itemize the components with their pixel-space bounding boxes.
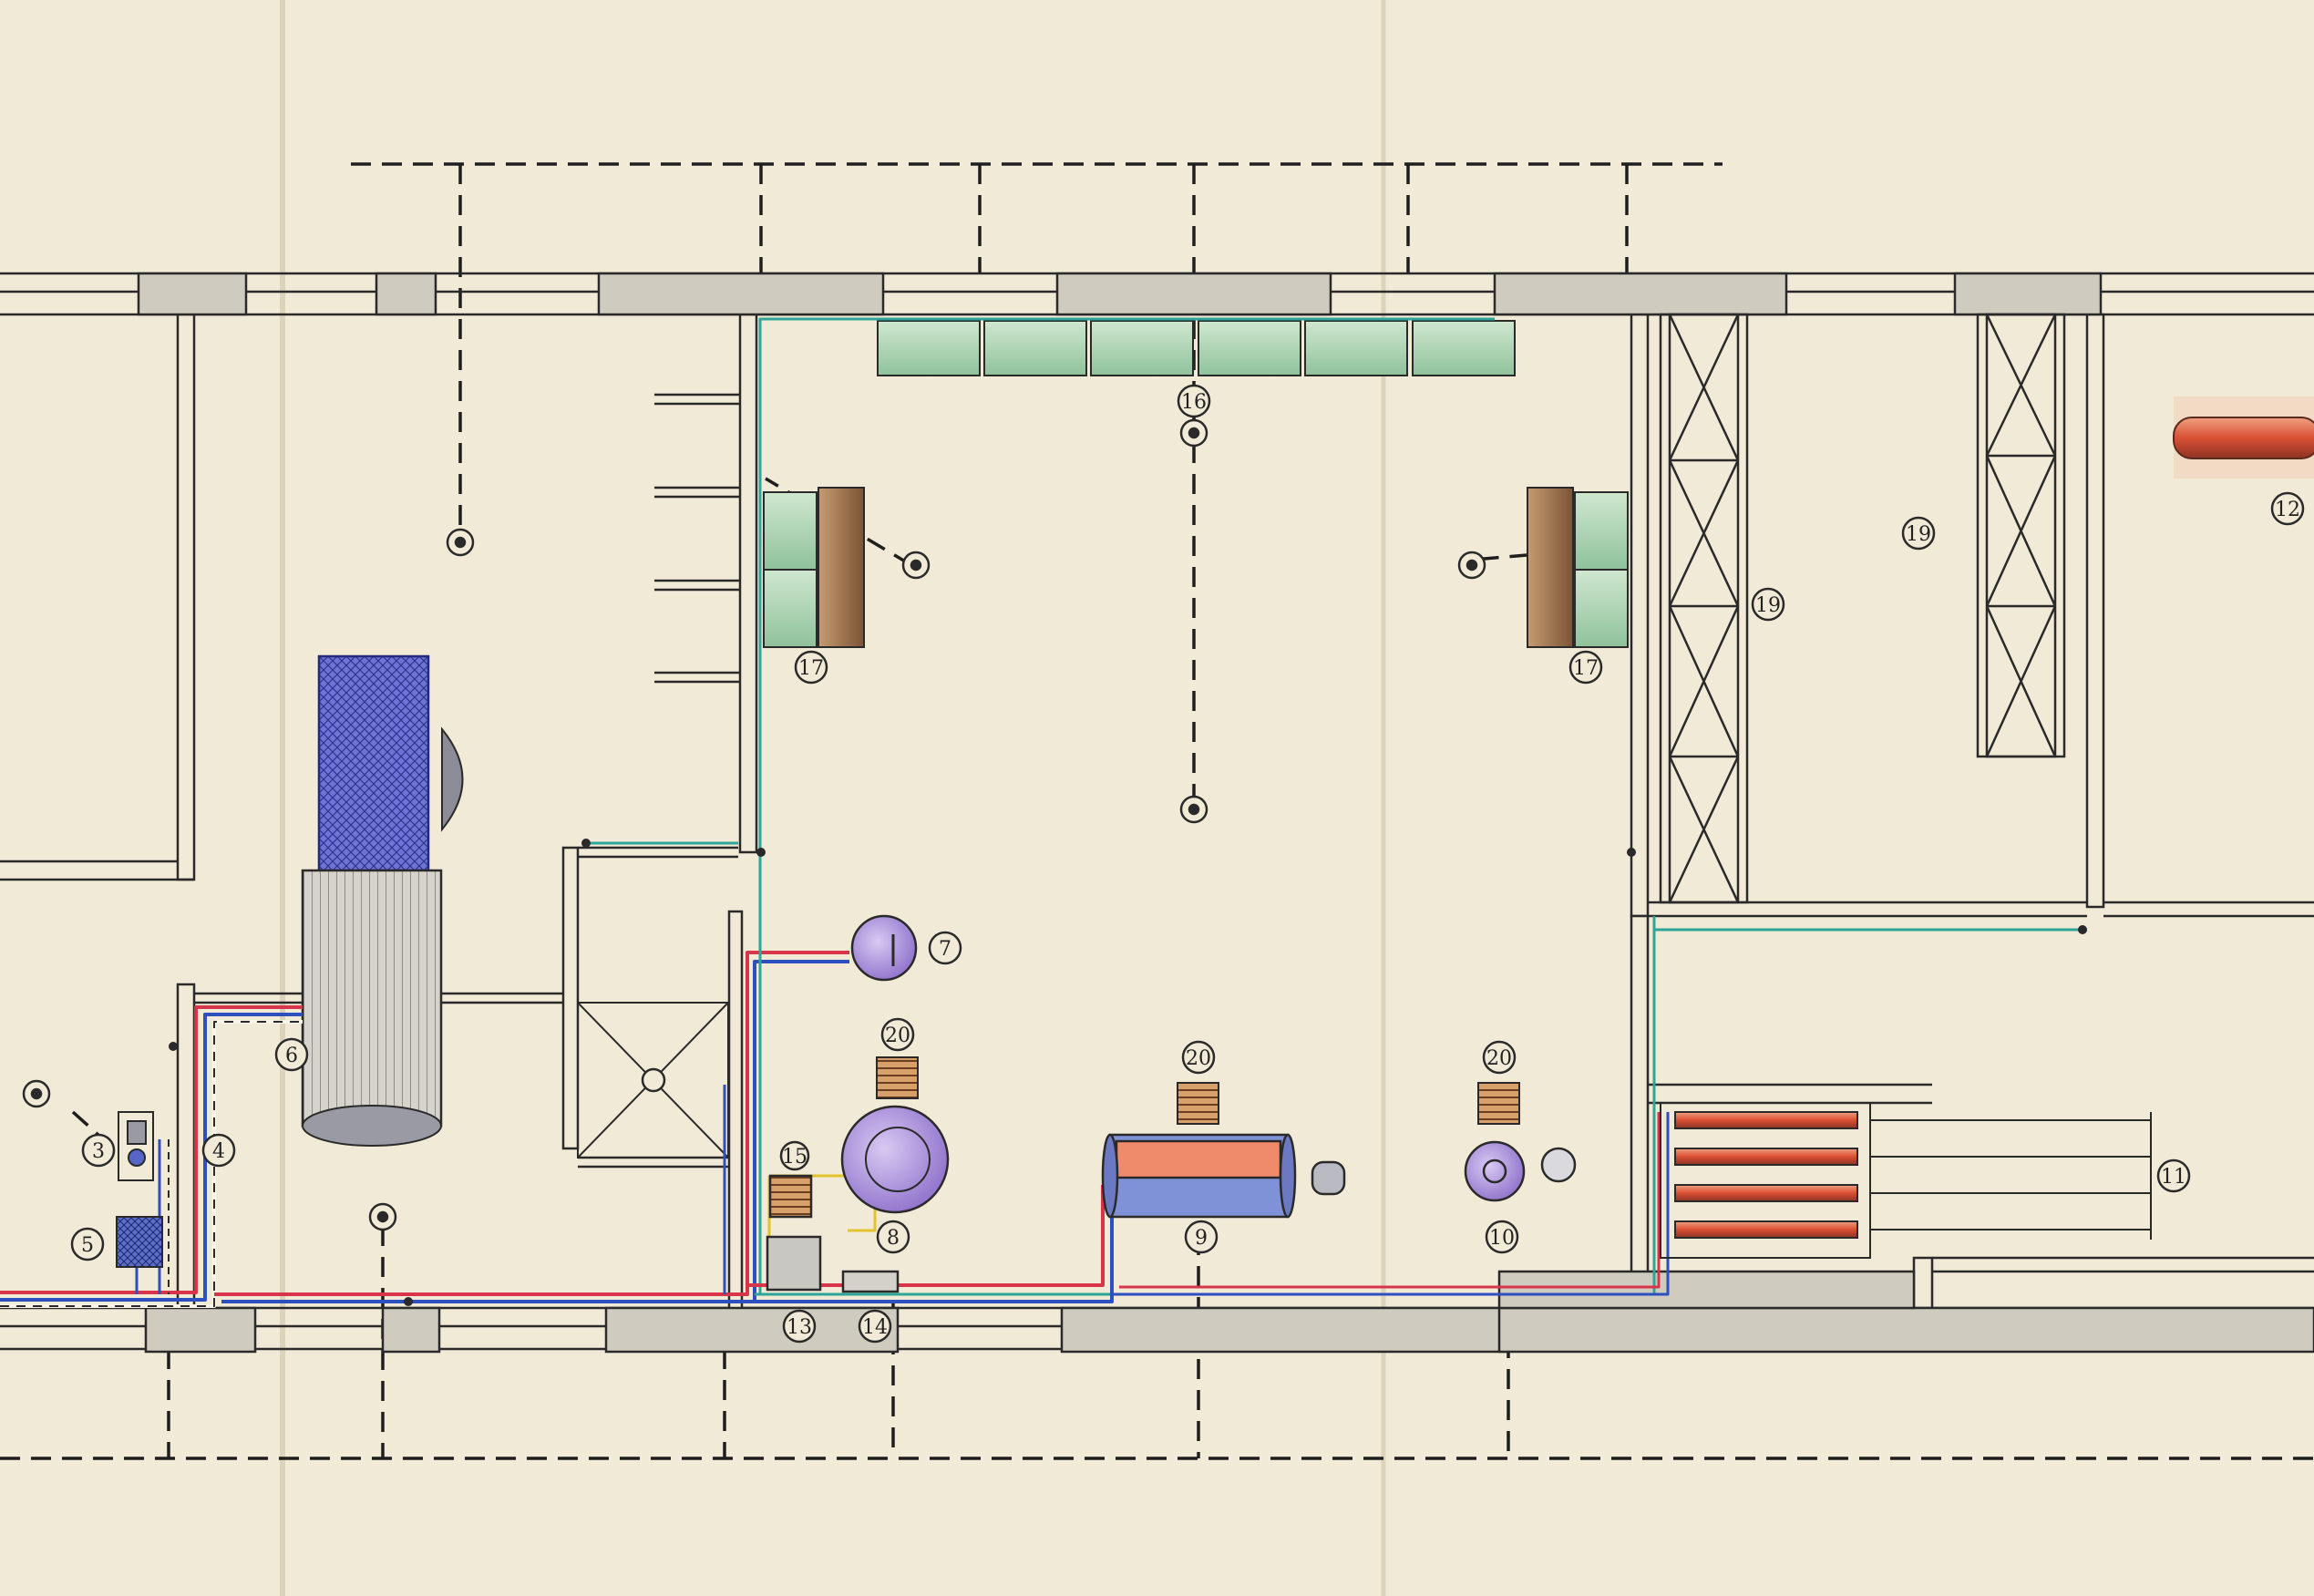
- grille-20-set: [876, 1056, 1520, 1125]
- light-fixture-set: [22, 418, 1486, 1231]
- wall-piers-bottom: [144, 1270, 2314, 1354]
- callout-16: 16: [1177, 384, 1211, 418]
- callout-12: 12: [2270, 491, 2305, 526]
- svg-text:15: 15: [782, 1146, 807, 1169]
- equipment-5: [116, 1216, 163, 1268]
- callout-14: 14: [858, 1309, 892, 1344]
- svg-text:7: 7: [939, 938, 951, 961]
- heater-bank-11: [1660, 1102, 2152, 1259]
- callout-7: 7: [928, 931, 962, 965]
- callout-20-b: 20: [1181, 1040, 1216, 1075]
- callout-20-a: 20: [880, 1017, 915, 1052]
- equipment-3: [118, 1111, 154, 1181]
- lattice-frame-19-right: [1976, 313, 2066, 758]
- roller-machine-9: [1101, 1133, 1346, 1219]
- svg-text:8: 8: [887, 1227, 900, 1250]
- machine-10: [1464, 1140, 1577, 1202]
- callout-19-right: 19: [1901, 516, 1936, 551]
- callout-17-left: 17: [794, 650, 828, 685]
- callout-6: 6: [274, 1037, 309, 1072]
- callout-19-left: 19: [1751, 587, 1785, 622]
- cabinet-17-right: [1527, 487, 1629, 648]
- green-cabinet-row: [877, 320, 1516, 376]
- callout-5: 5: [70, 1227, 105, 1261]
- callout-11: 11: [2156, 1158, 2191, 1193]
- callout-15: 15: [779, 1140, 810, 1171]
- svg-text:11: 11: [2161, 1166, 2186, 1189]
- junction-markers: [169, 839, 2087, 1306]
- svg-text:6: 6: [285, 1045, 298, 1067]
- svg-text:17: 17: [798, 657, 824, 680]
- callout-8: 8: [876, 1220, 910, 1254]
- callout-13: 13: [782, 1309, 817, 1344]
- callout-10: 10: [1485, 1220, 1519, 1254]
- callout-9: 9: [1184, 1220, 1219, 1254]
- vessel-8: [766, 1105, 950, 1293]
- tank-6: [301, 654, 464, 1147]
- svg-text:12: 12: [2275, 499, 2300, 521]
- svg-text:14: 14: [862, 1316, 888, 1339]
- svg-text:20: 20: [1186, 1047, 1211, 1070]
- lattice-frame-19-left: [1659, 313, 1749, 904]
- svg-text:19: 19: [1755, 594, 1781, 617]
- svg-text:13: 13: [787, 1316, 812, 1339]
- svg-text:17: 17: [1573, 657, 1599, 680]
- callout-4: 4: [201, 1133, 236, 1168]
- callout-17-right: 17: [1568, 650, 1603, 685]
- light-fixture-icon: [641, 1067, 666, 1093]
- svg-text:16: 16: [1181, 391, 1207, 414]
- svg-text:20: 20: [1486, 1047, 1512, 1070]
- svg-text:9: 9: [1195, 1227, 1208, 1250]
- svg-text:10: 10: [1489, 1227, 1515, 1250]
- svg-text:19: 19: [1906, 523, 1931, 546]
- pipe-network: [0, 317, 2087, 1308]
- callout-20-c: 20: [1482, 1040, 1517, 1075]
- vessel-7: [850, 914, 918, 982]
- roller-12: [2173, 396, 2314, 479]
- svg-text:3: 3: [92, 1140, 105, 1163]
- cabinet-17-left: [763, 487, 865, 648]
- svg-text:4: 4: [212, 1140, 225, 1163]
- svg-text:5: 5: [81, 1234, 94, 1257]
- svg-text:20: 20: [885, 1025, 910, 1047]
- callout-3: 3: [81, 1133, 116, 1168]
- wall-piers-top: [137, 272, 2103, 316]
